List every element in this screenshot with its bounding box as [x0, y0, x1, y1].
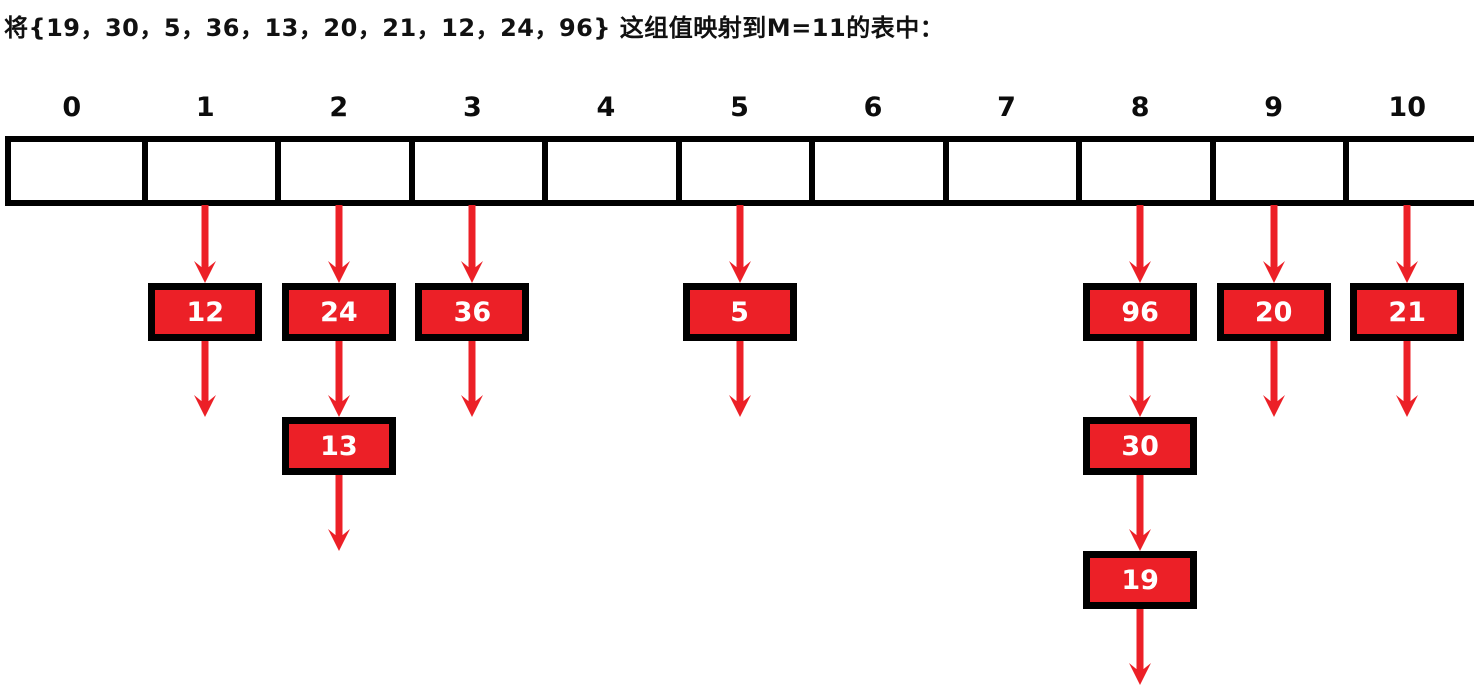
chain-tail-arrow-9: [1259, 341, 1289, 417]
hash-slot-3[interactable]: [408, 142, 543, 200]
chain-tail-arrow-10: [1392, 341, 1422, 417]
chain-node-24[interactable]: 24: [281, 283, 396, 341]
chain-tail-arrow-8: [1125, 609, 1155, 685]
index-label-10: 10: [1388, 92, 1426, 123]
chain-node-96[interactable]: 96: [1083, 283, 1198, 341]
index-label-3: 3: [462, 92, 482, 123]
chain-arrow-3-0: [457, 205, 487, 283]
chain-node-36[interactable]: 36: [415, 283, 530, 341]
chain-arrow-1-0: [190, 205, 220, 283]
chain-arrow-9-0: [1259, 205, 1289, 283]
hash-slot-2[interactable]: [275, 142, 409, 200]
chain-node-19[interactable]: 19: [1083, 551, 1198, 609]
chain-arrow-8-1: [1125, 341, 1155, 417]
chain-tail-arrow-3: [457, 341, 487, 417]
hash-slot-5[interactable]: [675, 142, 810, 200]
hash-slot-10[interactable]: [1343, 142, 1477, 200]
chain-arrow-8-0: [1125, 205, 1155, 283]
index-label-9: 9: [1264, 92, 1284, 123]
index-label-4: 4: [596, 92, 616, 123]
index-header-row: 0 1 2 3 4 5 6 7 8 9 10: [5, 90, 1474, 132]
chain-node-13[interactable]: 13: [281, 417, 396, 475]
chain-node-20[interactable]: 20: [1216, 283, 1331, 341]
index-label-5: 5: [730, 92, 749, 123]
hash-slot-7[interactable]: [942, 142, 1077, 200]
hash-slot-1[interactable]: [141, 142, 276, 200]
chain-arrow-8-2: [1125, 475, 1155, 551]
hash-slot-9[interactable]: [1209, 142, 1344, 200]
hash-slot-4[interactable]: [542, 142, 676, 200]
chain-tail-arrow-1: [190, 341, 220, 417]
hash-slot-0[interactable]: [11, 142, 145, 200]
chain-node-12[interactable]: 12: [148, 283, 263, 341]
chain-node-21[interactable]: 21: [1350, 283, 1465, 341]
chain-tail-arrow-2: [324, 475, 354, 551]
chain-arrow-5-0: [725, 205, 755, 283]
hash-slot-6[interactable]: [809, 142, 943, 200]
chain-arrow-2-0: [324, 205, 354, 283]
hash-table-slots: [5, 136, 1477, 206]
chain-arrow-2-1: [324, 341, 354, 417]
index-label-8: 8: [1130, 92, 1150, 123]
index-label-1: 1: [195, 92, 215, 123]
index-label-6: 6: [863, 92, 883, 123]
index-label-2: 2: [329, 92, 349, 123]
page-title: 将{19，30，5，36，13，20，21，12，24，96} 这组值映射到M=…: [4, 14, 945, 42]
chain-node-30[interactable]: 30: [1083, 417, 1198, 475]
chain-node-5[interactable]: 5: [682, 283, 797, 341]
index-label-7: 7: [997, 92, 1016, 123]
chain-tail-arrow-5: [725, 341, 755, 417]
hash-slot-8[interactable]: [1076, 142, 1210, 200]
index-label-0: 0: [62, 92, 82, 123]
chain-arrow-10-0: [1392, 205, 1422, 283]
